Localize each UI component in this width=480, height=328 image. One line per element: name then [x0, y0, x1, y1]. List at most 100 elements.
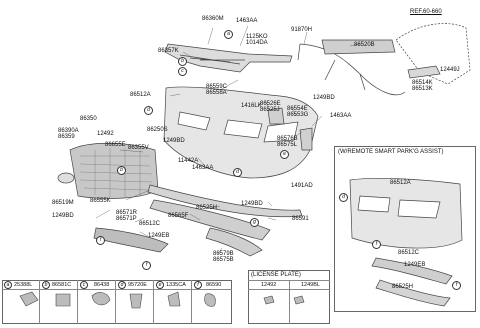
callout-86360M: 86360M: [202, 16, 224, 22]
part-icon-c: [91, 292, 111, 306]
callout-91870H: 91870H: [291, 27, 313, 33]
parts-cell-c: [78, 280, 116, 324]
marker-c: c: [178, 67, 187, 76]
smart-park-skid: [375, 279, 451, 307]
callout-1416LK: 1416LK: [241, 103, 262, 109]
smart-park-title: (W/REMOTE SMART PARK'G ASSIST): [338, 149, 444, 155]
fender-outline: [395, 23, 471, 85]
part-icon-e: [167, 291, 181, 307]
marker-f-3: f: [372, 240, 381, 249]
callout-86565F: 86565F: [168, 213, 189, 219]
callout-86512C: 86512C: [139, 221, 161, 227]
callout-11442A: 11442A: [178, 158, 199, 164]
parts-cell-d: [116, 280, 154, 324]
marker-f: f: [96, 236, 105, 245]
smart-park-lower: [371, 257, 453, 285]
smart-park-86512C: 86512C: [398, 250, 420, 256]
license-part-1: 12492: [261, 282, 277, 288]
part-icon-f: [204, 293, 216, 307]
callout-1249BD-mid: 1249BD: [163, 138, 185, 144]
skid-plate-part: [93, 227, 169, 253]
crash-beam-part: [321, 39, 396, 55]
marker-e: e: [280, 150, 289, 159]
parts-table-header-divider: [2, 289, 232, 290]
emblem-part: [57, 172, 75, 184]
callout-1463AA-low: 1463AA: [192, 165, 214, 171]
callout-86571R: 86571R 86571P: [116, 210, 138, 223]
callout-86576B: 86576B 86575L: [277, 136, 298, 149]
radiator-grille-part: [69, 142, 159, 199]
lower-lip-strip: [147, 184, 303, 218]
marker-f-4: f: [452, 281, 461, 290]
callout-86390A: 86390A 86359: [58, 128, 79, 141]
table-part-f: 86590: [206, 282, 222, 288]
callout-1463AA-mid: 1463AA: [330, 113, 352, 119]
part-icon-b: [55, 293, 71, 307]
license-part-2: 1249BL: [301, 282, 320, 288]
side-trim-part: [299, 127, 313, 151]
table-marker-c: c: [80, 281, 88, 289]
wiring-harness: [297, 43, 406, 96]
lower-grille-part: [149, 199, 271, 241]
license-plate-title: (LICENSE PLATE): [251, 272, 301, 278]
upper-bracket-part: [164, 43, 293, 73]
smart-park-1249EB: 1249EB: [404, 262, 426, 268]
callout-1249BD-bottom: 1249BD: [241, 201, 263, 207]
marker-d-3: d: [339, 193, 348, 202]
smart-park-box: [334, 146, 476, 312]
table-part-d: 95720E: [128, 282, 147, 288]
callout-1491AD: 1491AD: [291, 183, 313, 189]
parts-cell-b: [40, 280, 78, 324]
callout-86250S: 86250S: [147, 127, 168, 133]
callout-86655E: 86655E: [105, 142, 126, 148]
smart-park-openings: [357, 195, 441, 219]
smart-park-86525H: 86525H: [392, 284, 414, 290]
marker-b: b: [178, 57, 187, 66]
callout-86520B: 86520B: [354, 42, 375, 48]
callout-86526E: 86526E 86525J: [260, 101, 281, 114]
callout-12492: 12492: [97, 131, 114, 137]
table-marker-e: e: [156, 281, 164, 289]
callout-12449J: 12449J: [440, 67, 460, 73]
license-icon-2: [293, 295, 305, 305]
part-icon-d: [129, 293, 143, 309]
marker-d-2: d: [233, 168, 242, 177]
callout-1463AA-top: 1463AA: [236, 18, 258, 24]
callout-86555K: 86555K: [90, 198, 111, 204]
part-icon-a: [19, 291, 39, 307]
callout-86355V: 86355V: [128, 145, 149, 151]
callout-86525H: 86525H: [196, 205, 218, 211]
marker-f-2: f: [142, 261, 151, 270]
marker-b-2: b: [117, 166, 126, 175]
callout-1249EB: 1249EB: [148, 233, 170, 239]
callout-86514K: 86514K 86513K: [412, 80, 433, 93]
side-bracket-part: [267, 107, 285, 125]
callout-1249BD-right: 1249BD: [313, 95, 335, 101]
upper-bracket-ribs: [179, 54, 245, 65]
callout-86554E: 86554E 86553G: [287, 106, 309, 119]
callout-86591: 86591: [292, 216, 309, 222]
callout-86519M: 86519M: [52, 200, 74, 206]
callout-86350: 86350: [80, 116, 97, 122]
table-part-b: 86581C: [52, 282, 72, 288]
table-marker-d: d: [118, 281, 126, 289]
license-col-divider: [289, 280, 290, 324]
parts-cell-e: [154, 280, 192, 324]
lower-cover-part: [205, 227, 263, 257]
table-part-e: 1335CA: [166, 282, 186, 288]
callout-86357K: 86357K: [158, 48, 179, 54]
bumper-cover-openings: [177, 111, 299, 143]
callout-86559C: 86559C 86558A: [206, 84, 228, 97]
bracket-right: [407, 65, 441, 79]
leader-lines: [95, 25, 361, 255]
reference-label[interactable]: REF.60-660: [410, 9, 442, 15]
table-marker-a: a: [4, 281, 12, 289]
marker-a: a: [224, 30, 233, 39]
smart-park-86512A: 86512A: [390, 180, 411, 186]
license-icon-1: [263, 295, 275, 305]
callout-86579B: 86579B 86575B: [213, 251, 234, 264]
table-part-a: 25388L: [14, 282, 33, 288]
table-marker-b: b: [42, 281, 50, 289]
parts-cell-a: [2, 280, 40, 324]
